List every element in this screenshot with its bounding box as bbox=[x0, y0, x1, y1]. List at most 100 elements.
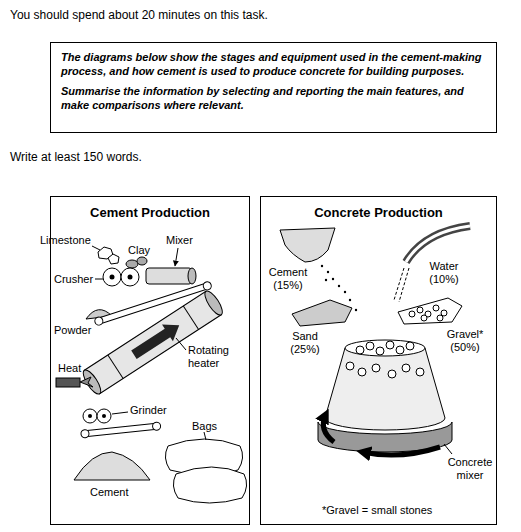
leader-arrow bbox=[175, 248, 178, 266]
roller-axle bbox=[102, 414, 106, 418]
belt bbox=[95, 282, 211, 325]
part-label: Limestone bbox=[40, 234, 100, 247]
ingredient-label: Water (10%) bbox=[420, 260, 468, 286]
part-label: Rotating heater bbox=[188, 344, 240, 370]
grinder-roller bbox=[83, 409, 97, 423]
box-text: Summarise the information by selecting a… bbox=[61, 84, 486, 112]
cement-bag bbox=[165, 439, 242, 475]
stone bbox=[425, 311, 431, 317]
part-label: Concrete mixer bbox=[446, 456, 494, 482]
heater-body bbox=[84, 291, 221, 393]
stone bbox=[421, 315, 427, 321]
leader-line bbox=[444, 444, 452, 454]
rotation-arrow bbox=[128, 317, 184, 363]
stone bbox=[409, 311, 415, 317]
gravel-stones bbox=[409, 305, 447, 321]
part-label: Clay bbox=[128, 244, 158, 257]
flame bbox=[80, 377, 93, 387]
ingredient-label: Sand (25%) bbox=[282, 330, 328, 356]
limestone-lump bbox=[108, 254, 119, 264]
water-pipe bbox=[406, 226, 470, 262]
limestone-lump bbox=[98, 247, 113, 259]
particle bbox=[325, 279, 327, 281]
heat-torch bbox=[56, 378, 80, 387]
stone bbox=[402, 364, 410, 372]
stone bbox=[396, 346, 404, 354]
belt bbox=[82, 423, 160, 437]
cement-pile bbox=[74, 452, 150, 480]
particle bbox=[321, 265, 323, 267]
stone bbox=[346, 362, 354, 370]
roller-axle bbox=[110, 275, 115, 280]
clay-lump bbox=[137, 257, 147, 265]
leader-line bbox=[112, 412, 128, 414]
particle bbox=[344, 291, 346, 293]
mixer-gravel bbox=[346, 341, 424, 378]
part-label: Bags bbox=[192, 420, 227, 433]
heater-band bbox=[183, 306, 198, 329]
belt-roller bbox=[202, 281, 212, 291]
part-label: Heat bbox=[58, 362, 88, 375]
ingredient-label: Cement (15%) bbox=[264, 266, 312, 292]
box-text: Concrete Production bbox=[265, 205, 492, 220]
belt-roller bbox=[152, 422, 161, 431]
stone bbox=[366, 342, 374, 350]
mixer-drum bbox=[325, 348, 445, 430]
particle bbox=[349, 299, 351, 301]
stone bbox=[417, 307, 423, 313]
task-box: The diagrams below show the stages and e… bbox=[50, 42, 497, 133]
particle bbox=[327, 271, 329, 273]
stone bbox=[437, 315, 443, 321]
mixer-end bbox=[188, 268, 196, 284]
stone bbox=[388, 370, 396, 378]
water-pipe-inner bbox=[406, 226, 470, 262]
part-label: Mixer bbox=[166, 234, 206, 247]
water-stream bbox=[394, 268, 404, 300]
rotation-arrow bbox=[323, 414, 334, 442]
stone bbox=[356, 346, 364, 354]
belt-roller bbox=[81, 429, 90, 438]
part-label: Crusher bbox=[54, 273, 99, 286]
particle bbox=[338, 285, 340, 287]
box-text: The diagrams below show the stages and e… bbox=[61, 50, 486, 78]
rotating-heater bbox=[80, 289, 225, 397]
heater-band bbox=[108, 355, 123, 378]
particle bbox=[332, 278, 334, 280]
stone bbox=[372, 364, 380, 372]
clay-lump bbox=[126, 260, 138, 268]
footnote: *Gravel = small stones bbox=[322, 504, 482, 517]
stone bbox=[358, 368, 366, 376]
part-label: Cement bbox=[90, 486, 135, 499]
heater-end bbox=[202, 289, 226, 318]
stone bbox=[441, 310, 447, 316]
mixer-opening bbox=[345, 340, 425, 356]
grinder-belt bbox=[81, 422, 161, 438]
conveyor-belt bbox=[94, 281, 213, 326]
part-label: Powder bbox=[54, 324, 99, 337]
part-label: Grinder bbox=[130, 404, 175, 417]
sand-scoop bbox=[292, 300, 352, 326]
stone bbox=[376, 347, 384, 355]
particle bbox=[355, 309, 357, 311]
mixer-drum bbox=[146, 268, 192, 284]
leader-line bbox=[92, 246, 100, 250]
crusher-roller bbox=[103, 268, 121, 286]
leader-line bbox=[176, 338, 186, 350]
cement-hopper bbox=[280, 228, 335, 262]
belt-roller bbox=[94, 316, 104, 326]
stone bbox=[406, 342, 414, 350]
grinder-roller bbox=[97, 409, 111, 423]
stone bbox=[433, 305, 439, 311]
powder-pile bbox=[86, 310, 112, 319]
cement-bag bbox=[173, 467, 246, 503]
roller-axle bbox=[128, 275, 133, 280]
water-stream bbox=[399, 268, 409, 302]
stone bbox=[386, 341, 394, 349]
box-text: Cement Production bbox=[55, 205, 245, 220]
word-count-note: Write at least 150 words. bbox=[10, 150, 310, 164]
rotation-arrow bbox=[362, 447, 440, 455]
stone bbox=[416, 368, 424, 376]
roller-axle bbox=[88, 414, 92, 418]
gravel-scoop bbox=[398, 298, 462, 324]
